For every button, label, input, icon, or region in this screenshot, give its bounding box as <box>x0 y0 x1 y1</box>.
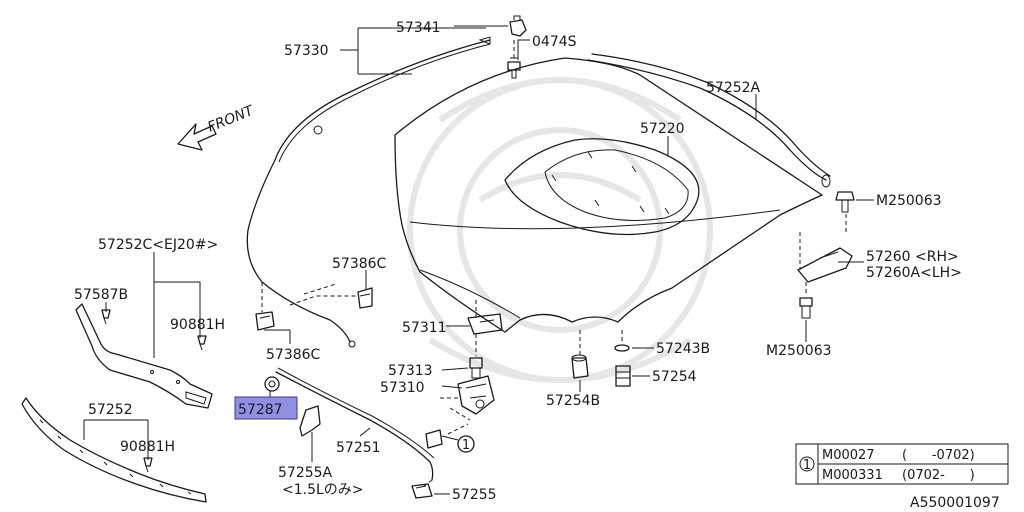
clip-57587b[interactable] <box>101 309 111 325</box>
callout-57386c-upper[interactable]: 57386C <box>332 256 387 272</box>
latch-bolt[interactable] <box>425 429 459 449</box>
callout-57254[interactable]: 57254 <box>652 369 697 385</box>
callout-57220[interactable]: 57220 <box>640 121 685 137</box>
watermark-emblem <box>407 77 713 383</box>
variant-row-2-part: M000331 <box>822 468 883 483</box>
leader-lines <box>83 25 874 495</box>
cable-clip[interactable] <box>509 15 527 37</box>
clip-90881h-upper[interactable] <box>197 335 207 351</box>
callout-57587b[interactable]: 57587B <box>74 287 128 303</box>
ref-marker-number: 1 <box>462 438 470 453</box>
callout-57255[interactable]: 57255 <box>452 487 497 503</box>
variant-table-ref: 1 <box>803 458 811 473</box>
variant-table: 1 M00027 ( -0702) M000331 (0702- ) <box>795 443 1009 485</box>
hood-hinge-57260[interactable] <box>797 247 853 283</box>
grommet-57287[interactable] <box>264 376 280 392</box>
figure-id: A550001097 <box>910 495 1000 511</box>
callout-57255a-note: <1.5Lのみ> <box>282 482 364 498</box>
holder-57255[interactable] <box>411 483 433 499</box>
callout-57330[interactable]: 57330 <box>284 43 329 59</box>
variant-row-2-range: (0702- ) <box>902 468 975 483</box>
callout-57254b[interactable]: 57254B <box>546 393 600 409</box>
highlighted-callout-57287[interactable]: 57287 <box>234 396 298 420</box>
callout-57313[interactable]: 57313 <box>388 363 433 379</box>
callout-0474s[interactable]: 0474S <box>532 34 577 50</box>
front-garnish-57252c[interactable] <box>75 303 213 409</box>
washer-57243b[interactable] <box>614 344 630 352</box>
variant-row-1-part: M00027 <box>822 448 875 463</box>
clip-90881h-lower[interactable] <box>143 457 153 473</box>
callout-57260a-lh[interactable]: 57260A<LH> <box>866 265 962 281</box>
hood-seal-57252a[interactable] <box>587 53 831 188</box>
bumper-57254b[interactable] <box>571 354 589 379</box>
variant-row-1-range: ( -0702) <box>902 448 975 463</box>
cushion-57254[interactable] <box>615 365 631 387</box>
callout-57341[interactable]: 57341 <box>396 20 441 36</box>
callout-57252a[interactable]: 57252A <box>706 80 761 96</box>
cable-bracket[interactable] <box>357 287 373 309</box>
callout-57386c-lower[interactable]: 57386C <box>266 347 321 363</box>
holder-57255a[interactable] <box>299 405 321 437</box>
hood-panel[interactable] <box>394 57 823 333</box>
hood-prop-rod[interactable] <box>275 367 435 481</box>
release-cable[interactable] <box>246 36 491 348</box>
bumper-57313[interactable] <box>469 357 483 379</box>
front-label: FRONT <box>206 102 258 135</box>
ref-marker-1: 1 <box>457 435 475 453</box>
callout-57287[interactable]: 57287 <box>238 402 283 418</box>
callout-m250063-lower[interactable]: M250063 <box>766 343 832 359</box>
callout-57243b[interactable]: 57243B <box>656 341 710 357</box>
hood-latch-57310[interactable] <box>457 375 495 415</box>
callout-57251[interactable]: 57251 <box>336 440 381 456</box>
bolt-m250063-upper[interactable] <box>835 191 855 213</box>
callout-57255a[interactable]: 57255A <box>278 465 333 481</box>
callout-57252c[interactable]: 57252C<EJ20#> <box>98 237 218 253</box>
callout-90881h-lower[interactable]: 90881H <box>120 439 175 455</box>
lower-garnish-57252[interactable] <box>21 397 207 503</box>
bolt-m250063-lower[interactable] <box>799 297 813 319</box>
striker-57311[interactable] <box>467 313 503 335</box>
front-arrow-icon <box>177 123 217 151</box>
callout-57311[interactable]: 57311 <box>402 320 447 336</box>
callout-m250063-upper[interactable]: M250063 <box>876 193 942 209</box>
callout-90881h-upper[interactable]: 90881H <box>170 317 225 333</box>
callout-57310[interactable]: 57310 <box>380 380 425 396</box>
cable-holder-left[interactable] <box>255 311 275 331</box>
callout-57260-rh[interactable]: 57260 <RH> <box>866 249 959 265</box>
callout-57252[interactable]: 57252 <box>88 402 133 418</box>
